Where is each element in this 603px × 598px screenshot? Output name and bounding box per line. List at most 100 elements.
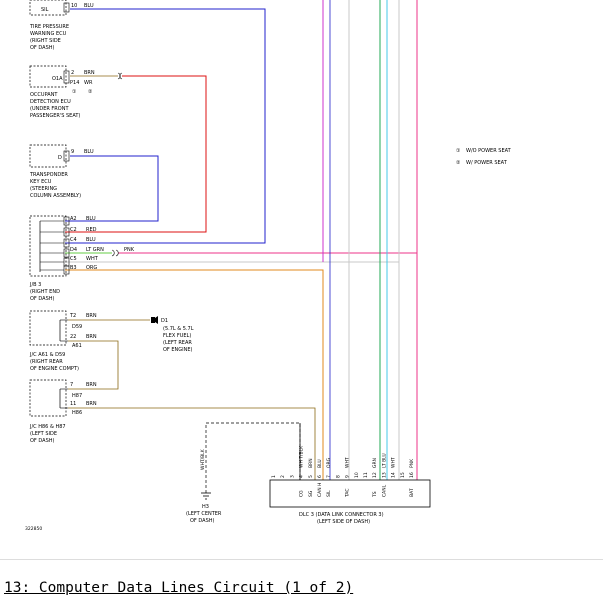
- occupant-pin1: 2: [71, 70, 74, 76]
- dlc3-pin-function: TS: [372, 491, 378, 498]
- transponder-box: [29, 144, 67, 168]
- d1-label-1: (5.7L & 5.7L: [163, 326, 194, 332]
- jb3-label-2: (RIGHT END: [30, 289, 60, 295]
- transponder-label-1: TRANSPONDER: [29, 172, 68, 178]
- dlc3-pin-number: 7: [326, 475, 332, 478]
- jb3-pnk-label: PNK: [124, 247, 135, 253]
- jc86-label-2: (LEFT SIDE: [30, 431, 57, 437]
- tpms-box: [29, 0, 67, 16]
- jb3-wire-c2: RED: [86, 227, 97, 233]
- ground-wire-label: WHT/BLK: [200, 448, 206, 470]
- dlc3-pin-number: 11: [363, 472, 369, 478]
- jb3-wire-b3: ORG: [86, 265, 97, 271]
- jb3-pin-b3: B3: [70, 265, 77, 271]
- dlc3-label-2: (LEFT SIDE OF DASH): [317, 519, 370, 525]
- d1-label-4: OF ENGINE): [163, 347, 193, 353]
- tpms-wire: BLU: [84, 3, 94, 9]
- legend-2-text: W/ POWER SEAT: [466, 160, 508, 166]
- dlc3-pin-number: 4: [299, 475, 305, 478]
- dlc3-pin-wire: LT BLU: [381, 453, 387, 468]
- wire-ground: [205, 422, 301, 493]
- splice-mark: [117, 72, 121, 80]
- tpms-pin: 10: [71, 3, 77, 9]
- jc61-p2: 22: [70, 334, 76, 340]
- jc61-label-3: OF ENGINE COMPT): [30, 366, 79, 372]
- d1-name: D1: [161, 318, 168, 324]
- jc86-p1: 7: [70, 382, 73, 388]
- legend-1-mark: ①: [456, 148, 461, 154]
- occupant-box: [29, 65, 67, 88]
- dlc3-pin-number: 9: [345, 475, 351, 478]
- dlc3-pin-function: SIL: [326, 490, 332, 497]
- occupant-pin-cell: [63, 70, 70, 84]
- jc86-c1: H87: [72, 393, 82, 399]
- legend-2-mark: ②: [456, 160, 461, 166]
- occupant-conn: O1A: [52, 76, 63, 82]
- dlc3-pin-number: 15: [400, 472, 406, 478]
- ground-label-2: OF DASH): [190, 518, 215, 524]
- dlc3-pin-number: 2: [280, 475, 286, 478]
- dlc3-pin-wire: WH T/BLK: [299, 445, 305, 468]
- tpms-label-3: (RIGHT SIDE: [30, 38, 61, 44]
- jc61-p2-wire: BRN: [86, 334, 97, 340]
- jc61-p1: T2: [69, 313, 76, 319]
- dlc3-pin-wire: PNK: [409, 458, 415, 468]
- divider: [0, 559, 603, 560]
- dlc3-pin-function: SG: [308, 490, 314, 497]
- occupant-pin1-wire: BRN: [84, 70, 95, 76]
- dlc3-pin-number: 14: [391, 472, 397, 478]
- wire-jc61-brn-2: [68, 340, 119, 390]
- jc61-box: [29, 310, 67, 346]
- d1-label-2: FLEX FUEL): [163, 333, 191, 339]
- jc61-label-1: J/C A61 & D59: [29, 352, 65, 358]
- jc61-c2: A61: [72, 343, 82, 349]
- splice-mark-pnk: [111, 249, 119, 257]
- occupant-label-2: DETECTION ECU: [30, 99, 71, 105]
- dlc3-pin-function: TAC: [345, 488, 351, 498]
- dlc3-box: [269, 479, 431, 508]
- jb3-pin-c4: C4: [70, 237, 77, 243]
- jb3-pin-c5: C5: [70, 256, 77, 262]
- jc61-c1: D59: [72, 324, 82, 330]
- tpms-label-1: TIRE PRESSURE: [29, 24, 69, 30]
- dlc3-pin-function: CANL: [381, 484, 387, 497]
- jc86-p2: 11: [70, 401, 76, 407]
- dlc3-pin-function: CG: [299, 490, 305, 497]
- wire-org: [65, 269, 324, 480]
- transponder-label-2: KEY ECU: [30, 179, 52, 185]
- jb3-rows: [40, 216, 70, 275]
- tpms-label-4: OF DASH): [30, 45, 55, 51]
- occupant-pin2-wire: WR: [84, 80, 93, 86]
- dlc3-pin-wire: WHT: [345, 457, 351, 468]
- tpms-pin-cell: [63, 2, 70, 13]
- jc86-c2: H86: [72, 410, 82, 416]
- transponder-wire: BLU: [84, 149, 94, 155]
- dlc3-pin-wire: WHT: [391, 457, 397, 468]
- wire-pnk: [118, 0, 418, 254]
- transponder-label-4: COLUMN ASSEMBLY): [30, 193, 81, 199]
- jb3-label-3: OF DASH): [30, 296, 55, 302]
- tpms-label-2: WARNING ECU: [30, 31, 67, 37]
- occupant-conn2: P14: [70, 80, 79, 86]
- transponder-pin-cell: [63, 150, 70, 162]
- wire-h86-brn: [68, 407, 316, 480]
- ground-label-1: (LEFT CENTER: [186, 511, 222, 517]
- dlc3-pin-function: CAN H: [317, 483, 323, 497]
- diagram-id: 322850: [25, 526, 42, 532]
- ground-icon: [201, 492, 211, 500]
- jc86-p1-wire: BRN: [86, 382, 97, 388]
- jc86-label-1: J/C H86 & H87: [29, 424, 66, 430]
- jc61-label-2: (RIGHT REAR: [30, 359, 63, 365]
- dlc3-pin-number: 16: [409, 472, 415, 478]
- dlc3-pin-number: 5: [308, 475, 314, 478]
- jb3-box: [29, 215, 67, 277]
- wire-tpms-blu: [65, 8, 266, 244]
- occupant-note2: ②: [88, 89, 93, 95]
- jc86-label-3: OF DASH): [30, 438, 55, 444]
- dlc3-pin-function: BAT: [409, 488, 415, 497]
- jb3-wire-a2: BLU: [86, 216, 96, 222]
- transponder-pin: 9: [71, 149, 74, 155]
- jb3-wire-c4: BLU: [86, 237, 96, 243]
- jb3-label-1: J/B 3: [29, 282, 41, 288]
